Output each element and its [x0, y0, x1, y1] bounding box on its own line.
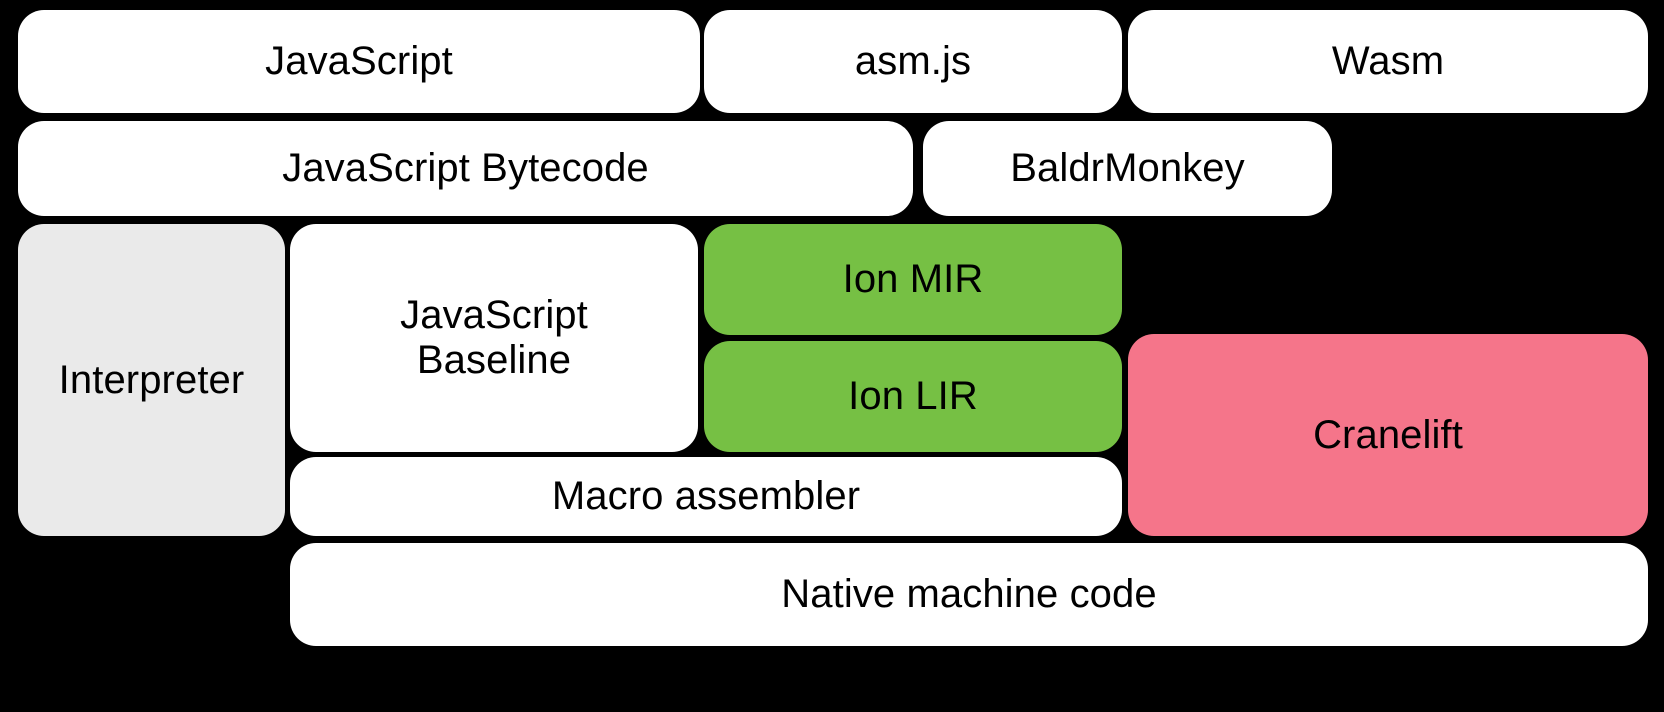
- node-asm-js: asm.js: [704, 10, 1122, 113]
- node-javascript: JavaScript: [18, 10, 700, 113]
- node-javascript-baseline: JavaScript Baseline: [290, 224, 698, 452]
- node-native-machine-code: Native machine code: [290, 543, 1648, 646]
- node-wasm: Wasm: [1128, 10, 1648, 113]
- node-cranelift: Cranelift: [1128, 334, 1648, 536]
- node-macro-assembler: Macro assembler: [290, 457, 1122, 536]
- node-baldrmonkey: BaldrMonkey: [923, 121, 1332, 216]
- node-javascript-bytecode: JavaScript Bytecode: [18, 121, 913, 216]
- node-interpreter: Interpreter: [18, 224, 285, 536]
- node-ion-lir: Ion LIR: [704, 341, 1122, 452]
- node-ion-mir: Ion MIR: [704, 224, 1122, 335]
